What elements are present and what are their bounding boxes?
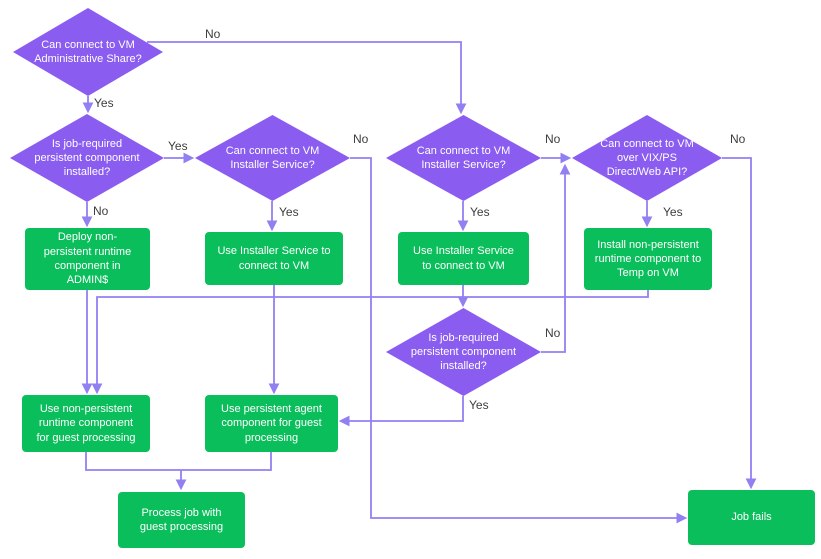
action-process-job: Process job with guest processing bbox=[118, 492, 245, 548]
action-use-installer-1-label: Use Installer Service to connect to VM bbox=[217, 245, 331, 272]
action-install-temp-label: Install non-persistent runtime component… bbox=[594, 238, 702, 280]
edge-admin-share-no bbox=[147, 41, 467, 115]
edge-label-vix-yes: Yes bbox=[663, 205, 683, 219]
action-use-persistent-label: Use persistent agent component for guest… bbox=[221, 403, 322, 444]
action-process-job-label: Process job with guest processing bbox=[139, 506, 224, 533]
action-use-installer-2-label: Use Installer Service to connect to VM bbox=[413, 245, 514, 272]
action-use-persistent: Use persistent agent component for guest… bbox=[205, 395, 338, 452]
action-deploy-admins: Deploy non-persistent runtime component … bbox=[25, 228, 150, 290]
decision-installer-service-1-label: Can connect to VM Installer Service? bbox=[225, 144, 320, 171]
decision-persistent-installed-2-label: Is job-required persistent component ins… bbox=[410, 331, 517, 373]
action-use-installer-1: Use Installer Service to connect to VM bbox=[205, 232, 343, 285]
edge-label-installer1-no: No bbox=[353, 132, 369, 146]
action-deploy-admins-label: Deploy non-persistent runtime component … bbox=[43, 231, 132, 287]
edge-label-persistent2-no: No bbox=[545, 326, 561, 340]
decision-vix-api-label: Can connect to VM over VIX/PS Direct/Web… bbox=[600, 137, 694, 179]
edge-label-admin-yes: Yes bbox=[94, 96, 114, 110]
edge-label-persistent1-no: No bbox=[93, 204, 109, 218]
edge-installer1-no-to-job-fails bbox=[350, 157, 688, 524]
edge-merge-to-process bbox=[85, 452, 272, 471]
action-job-fails: Job fails bbox=[688, 490, 815, 545]
edge-label-installer1-yes: Yes bbox=[279, 205, 299, 219]
edge-persistent2-yes bbox=[338, 396, 464, 427]
edge-install-temp-to-nonpersistent bbox=[91, 290, 649, 395]
edge-label-persistent2-yes: Yes bbox=[469, 398, 489, 412]
decision-admin-share-label: Can connect to VM Administrative Share? bbox=[34, 38, 142, 65]
edge-label-vix-no: No bbox=[730, 132, 746, 146]
edge-persistent2-no-to-vix bbox=[541, 163, 571, 353]
action-install-temp: Install non-persistent runtime component… bbox=[584, 228, 712, 290]
edge-label-installer2-yes: Yes bbox=[470, 205, 490, 219]
edge-label-admin-no: No bbox=[205, 27, 221, 41]
decision-installer-service-2-label: Can connect to VM Installer Service? bbox=[416, 144, 511, 171]
edge-vix-no-to-job-fails bbox=[722, 157, 757, 490]
action-job-fails-label: Job fails bbox=[731, 511, 772, 524]
action-use-installer-2: Use Installer Service to connect to VM bbox=[398, 232, 529, 285]
edge-label-installer2-no: No bbox=[545, 132, 561, 146]
action-use-nonpersistent-label: Use non-persistent runtime component for… bbox=[36, 403, 136, 444]
action-use-nonpersistent: Use non-persistent runtime component for… bbox=[22, 395, 150, 452]
edge-label-persistent1-yes: Yes bbox=[168, 139, 188, 153]
decision-persistent-installed-1-label: Is job-required persistent component ins… bbox=[34, 137, 140, 179]
